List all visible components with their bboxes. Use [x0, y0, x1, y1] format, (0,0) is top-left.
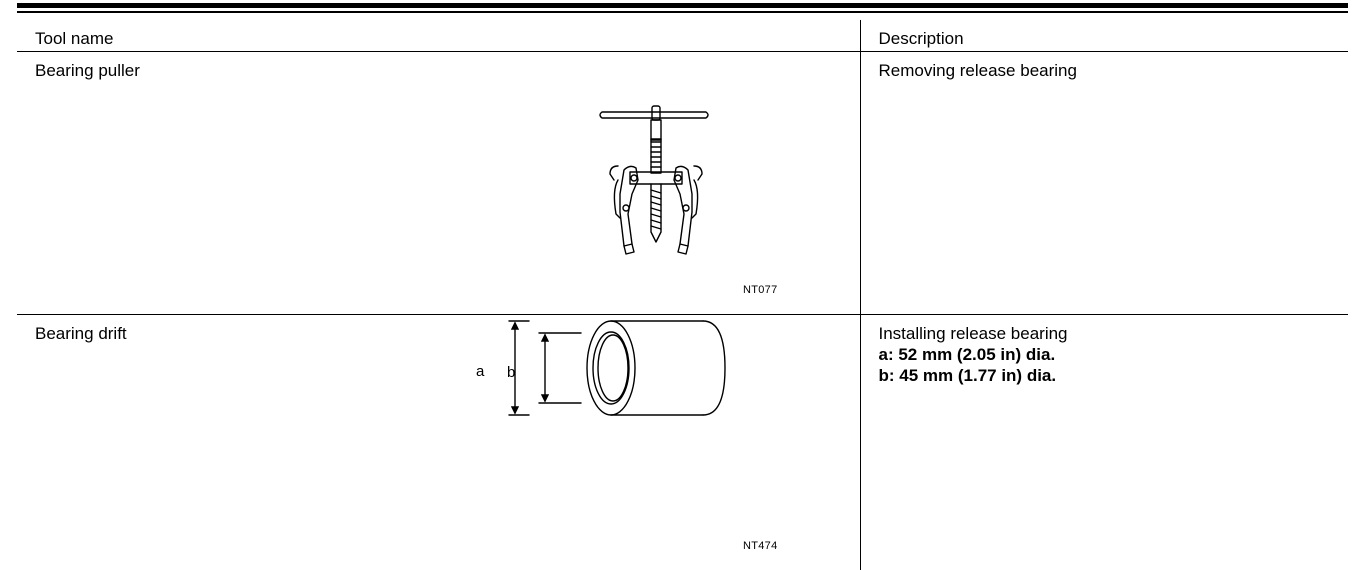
- description-cell: Removing release bearing: [860, 52, 1348, 315]
- table-row: Bearing drift: [17, 315, 1348, 570]
- figure-code: NT077: [743, 280, 778, 301]
- tool-name: Bearing drift: [35, 324, 127, 343]
- top-rule-thick: [17, 3, 1348, 8]
- table-header-row: Tool name Description: [17, 20, 1348, 52]
- description-text: Removing release bearing: [879, 60, 1335, 81]
- table-row: Bearing puller: [17, 52, 1348, 315]
- description-cell: Installing release bearing a: 52 mm (2.0…: [860, 315, 1348, 570]
- tool-name: Bearing puller: [35, 61, 140, 80]
- tool-name-cell: Bearing drift: [17, 315, 860, 570]
- spec-line-b: b: 45 mm (1.77 in) dia.: [879, 365, 1335, 386]
- spec-line-a: a: 52 mm (2.05 in) dia.: [879, 344, 1335, 365]
- special-service-tools-table: Tool name Description Bearing puller: [17, 20, 1348, 570]
- top-rule-thin: [17, 11, 1348, 13]
- bearing-puller-icon: [590, 94, 720, 260]
- dimension-label-b: b: [507, 362, 515, 383]
- dimension-label-a: a: [476, 361, 484, 382]
- header-tool-name: Tool name: [17, 20, 860, 52]
- figure-code: NT474: [743, 536, 778, 557]
- description-text: Installing release bearing: [879, 323, 1335, 344]
- tool-name-cell: Bearing puller: [17, 52, 860, 315]
- header-description: Description: [860, 20, 1348, 52]
- service-manual-page: Tool name Description Bearing puller: [0, 0, 1365, 529]
